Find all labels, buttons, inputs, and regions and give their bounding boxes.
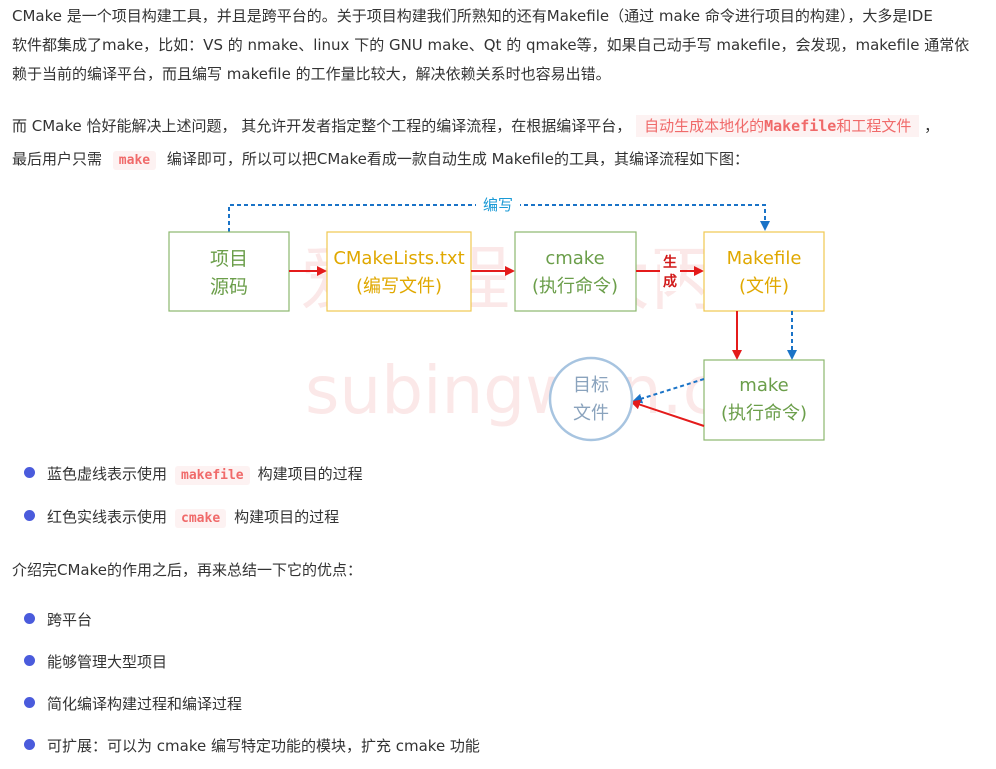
summary-text: 介绍完CMake的作用之后，再来总结一下它的优点： bbox=[12, 561, 362, 579]
box-makefile-line2: (文件) bbox=[739, 276, 789, 297]
generate-label-1: 生 bbox=[663, 254, 677, 271]
advantage-text: 能够管理大型项目 bbox=[47, 653, 168, 671]
cmake-line2-pre: 最后用户只需 bbox=[12, 150, 103, 168]
cmake-line-1: 而 CMake 恰好能解决上述问题， 其允许开发者指定整个工程的编译流程，在根据… bbox=[12, 112, 992, 141]
legend-red-pre: 红色实线表示使用 bbox=[47, 508, 168, 526]
advantage-text: 可扩展：可以为 cmake 编写特定功能的模块，扩充 cmake 功能 bbox=[47, 737, 480, 755]
box-source-line1: 项目 bbox=[210, 248, 248, 270]
bullet-dot bbox=[24, 655, 35, 666]
advantage-item: 能够管理大型项目 bbox=[24, 650, 167, 674]
bullet-dot bbox=[24, 697, 35, 708]
cmake-text-comma: ， bbox=[924, 117, 940, 135]
box-cmake-line2: (执行命令) bbox=[532, 276, 618, 297]
code-make: make bbox=[112, 151, 157, 170]
arrow-make-to-target-blue bbox=[632, 378, 705, 404]
advantage-item: 简化编译构建过程和编译过程 bbox=[24, 692, 242, 716]
box-cmakelists bbox=[326, 231, 472, 312]
box-makefile bbox=[703, 231, 825, 312]
box-cmake-line1: cmake bbox=[545, 248, 604, 269]
bullet-dot bbox=[24, 739, 35, 750]
highlight-code-makefile: Makefile bbox=[764, 117, 837, 135]
circle-target-line1: 目标 bbox=[573, 375, 609, 396]
legend-item-red: 红色实线表示使用 cmake 构建项目的过程 bbox=[24, 505, 339, 529]
intro-paragraph: CMake 是一个项目构建工具，并且是跨平台的。关于项目构建我们所熟知的还有Ma… bbox=[12, 2, 992, 89]
cmake-paragraph: 而 CMake 恰好能解决上述问题， 其允许开发者指定整个工程的编译流程，在根据… bbox=[12, 112, 992, 175]
advantage-text: 跨平台 bbox=[47, 611, 93, 629]
advantage-text: 简化编译构建过程和编译过程 bbox=[47, 695, 243, 713]
legend-item-blue: 蓝色虚线表示使用 makefile 构建项目的过程 bbox=[24, 462, 363, 486]
box-cmakelists-line1: CMakeLists.txt bbox=[333, 248, 464, 269]
highlight-text-post: 和工程文件 bbox=[836, 117, 912, 135]
code-makefile: makefile bbox=[175, 466, 250, 485]
legend-red-post: 构建项目的过程 bbox=[234, 508, 340, 526]
intro-line-2: 软件都集成了make，比如：VS 的 nmake、linux 下的 GNU ma… bbox=[12, 36, 970, 54]
circle-target-file bbox=[548, 356, 634, 442]
cmake-text-1: 而 CMake 恰好能解决上述问题， 其允许开发者指定整个工程的编译流程，在根据… bbox=[12, 117, 632, 135]
box-cmake bbox=[514, 231, 637, 312]
box-makefile-line1: Makefile bbox=[727, 248, 802, 269]
generate-label-bg bbox=[660, 251, 680, 291]
box-make bbox=[703, 359, 825, 441]
legend-blue-pre: 蓝色虚线表示使用 bbox=[47, 465, 168, 483]
advantage-item: 可扩展：可以为 cmake 编写特定功能的模块，扩充 cmake 功能 bbox=[24, 734, 480, 758]
box-make-line1: make bbox=[739, 375, 788, 396]
cmake-line-2: 最后用户只需 make 编译即可，所以可以把CMake看成一款自动生成 Make… bbox=[12, 145, 992, 175]
cmake-flow-diagram: 爱编程的大丙 subingwen.cn 编写 项目 源码 CMakeLists.… bbox=[168, 195, 825, 442]
watermark-en: subingwen.cn bbox=[305, 352, 761, 429]
highlight-text-pre: 自动生成本地化的 bbox=[644, 117, 765, 135]
box-cmakelists-line2: (编写文件) bbox=[356, 276, 442, 297]
cmake-line2-post: 编译即可，所以可以把CMake看成一款自动生成 Makefile的工具，其编译流… bbox=[166, 150, 750, 168]
write-label: 编写 bbox=[483, 196, 513, 214]
bullet-dot bbox=[24, 467, 35, 478]
legend-blue-post: 构建项目的过程 bbox=[257, 465, 363, 483]
intro-line-1: CMake 是一个项目构建工具，并且是跨平台的。关于项目构建我们所熟知的还有Ma… bbox=[12, 7, 933, 25]
box-source-line2: 源码 bbox=[210, 276, 248, 298]
code-cmake: cmake bbox=[175, 509, 227, 528]
write-label-bg bbox=[476, 195, 520, 215]
highlight-auto-generate: 自动生成本地化的Makefile和工程文件 bbox=[636, 115, 920, 137]
arrow-make-to-target-red bbox=[630, 399, 705, 427]
circle-target-line2: 文件 bbox=[573, 403, 609, 424]
bullet-dot bbox=[24, 510, 35, 521]
intro-line-3: 赖于当前的编译平台，而且编写 makefile 的工作量比较大，解决依赖关系时也… bbox=[12, 65, 611, 83]
box-project-source bbox=[168, 231, 290, 312]
bullet-dot bbox=[24, 613, 35, 624]
box-make-line2: (执行命令) bbox=[721, 403, 807, 424]
generate-label-2: 成 bbox=[663, 273, 677, 290]
advantage-item: 跨平台 bbox=[24, 608, 92, 632]
